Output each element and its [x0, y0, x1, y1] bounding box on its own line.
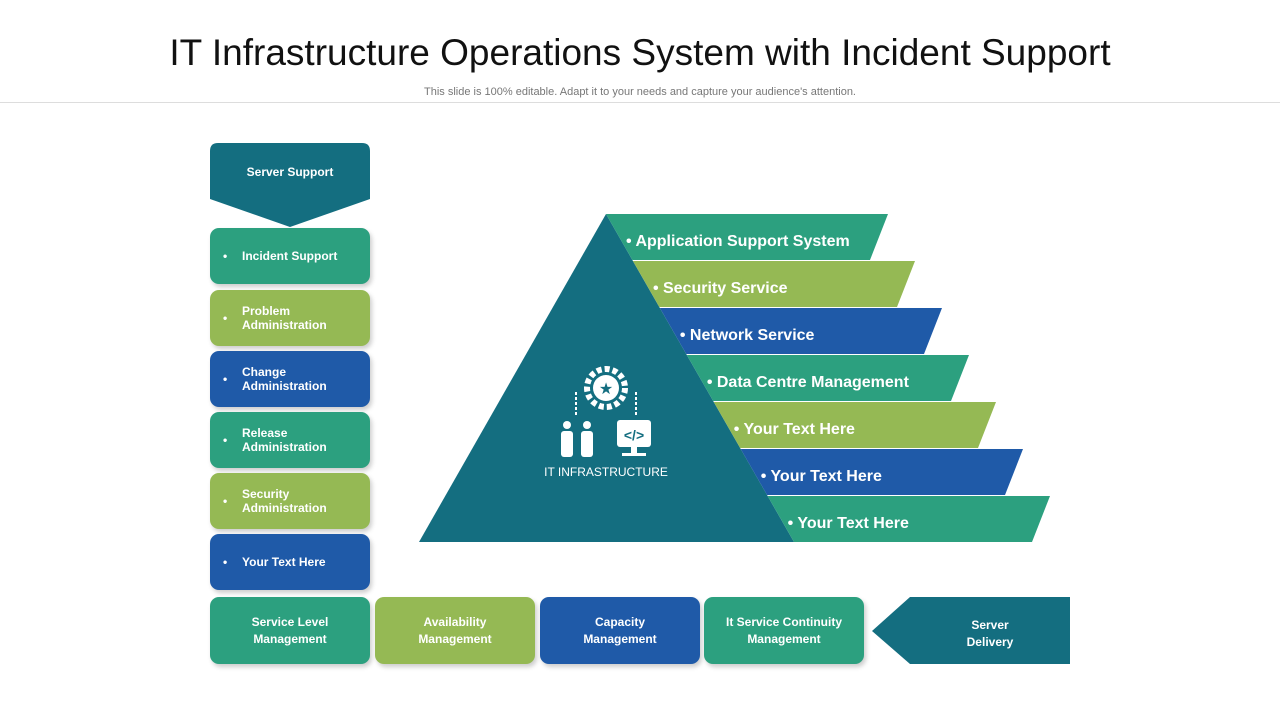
band-3 [659, 308, 942, 354]
server-support-arrow [210, 143, 370, 227]
band-label-5: • Your Text Here [734, 421, 855, 438]
left-item-change-administration: Change Administration [210, 351, 370, 407]
left-item-incident-support: Incident Support [210, 228, 370, 284]
band-4 [686, 355, 969, 401]
band-label-3: • Network Service [680, 327, 815, 344]
left-item-problem-administration: Problem Administration [210, 290, 370, 346]
band-2 [632, 261, 915, 307]
server-delivery-label-1: Server [971, 618, 1009, 632]
band-6 [740, 449, 1023, 495]
page-title: IT Infrastructure Operations System with… [169, 32, 1111, 73]
left-item-release-administration: Release Administration [210, 412, 370, 468]
left-item-security-administration: Security Administration [210, 473, 370, 529]
bottom-item-availability: Availability Management [375, 597, 535, 664]
server-delivery-label-2: Delivery [967, 635, 1014, 649]
bottom-item-service-level: Service Level Management [210, 597, 370, 664]
divider [0, 102, 1280, 103]
page-subtitle: This slide is 100% editable. Adapt it to… [424, 86, 856, 98]
left-item-your-text: Your Text Here [210, 534, 370, 590]
band-label-2: • Security Service [653, 280, 788, 297]
server-support-label: Server Support [247, 165, 334, 179]
server-delivery-arrow [872, 597, 1070, 664]
it-infrastructure-icon: ★ </> [561, 366, 651, 457]
band-label-6: • Your Text Here [761, 468, 882, 485]
band-7 [767, 496, 1050, 542]
bottom-item-continuity: It Service Continuity Management [704, 597, 864, 664]
svg-text:</>: </> [624, 427, 644, 443]
band-5 [713, 402, 996, 448]
pyramid-label: IT INFRASTRUCTURE [544, 465, 668, 479]
bottom-item-capacity: Capacity Management [540, 597, 700, 664]
band-label-4: • Data Centre Management [707, 374, 910, 391]
band-label-1: • Application Support System [626, 233, 850, 250]
svg-text:★: ★ [599, 381, 613, 398]
band-1 [606, 214, 888, 260]
band-label-7: • Your Text Here [788, 515, 909, 532]
